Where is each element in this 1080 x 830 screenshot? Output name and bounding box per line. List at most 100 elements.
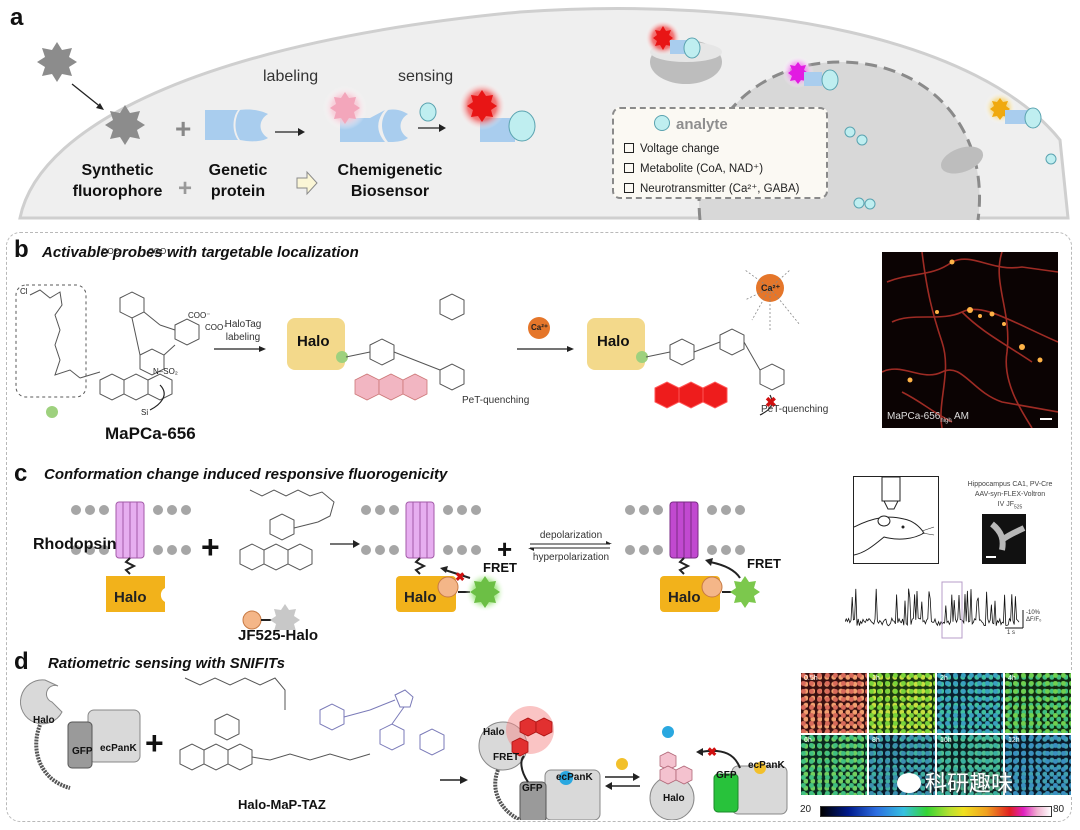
labeling-label: labeling (263, 68, 319, 85)
fret-label: FRET (493, 752, 520, 763)
ligand-dot (46, 406, 58, 418)
timelapse-frame: 2h (936, 672, 1004, 734)
silicon-atom: Si (141, 408, 149, 417)
analyte-item: Metabolite (CoA, NAD⁺) (624, 159, 799, 179)
inset-description: Hippocampus CA1, PV-Cre AAV-syn-FLEX-Vol… (955, 480, 1065, 512)
analyte-legend-title: analyte (654, 115, 728, 133)
synthetic-line2: fluorophore (72, 183, 163, 200)
analyte-item-text: Neurotransmitter (Ca²⁺, GABA) (640, 183, 800, 195)
gfp-barrel (67, 721, 93, 769)
chlorine-atom: Cl (20, 287, 28, 296)
carboxylate-label: COO⁻ (148, 247, 171, 256)
svg-text:+: + (201, 529, 220, 565)
ligand-yellow (754, 762, 766, 774)
timepoint-label: 8h (872, 737, 880, 744)
scale-bar (986, 556, 996, 558)
fluorophore-star-icon (105, 105, 145, 145)
panels-bcd-frame (6, 232, 1072, 822)
timelapse-frame: 10h (936, 734, 1004, 796)
labeling-text: labeling (225, 332, 261, 343)
carboxylate-label: COO⁻ (188, 311, 211, 320)
analyte-item-text: Metabolite (CoA, NAD⁺) (640, 163, 764, 175)
caption-main: MaPCa-656 (887, 411, 941, 422)
panel-b-letter: b (14, 236, 29, 263)
ecpank-label: ecPanK (556, 772, 593, 783)
gfp-label: GFP (72, 746, 93, 757)
timelapse-frame: 1h (868, 672, 936, 734)
genetic-line1: Genetic (208, 162, 268, 179)
analyte-list: Voltage change Metabolite (CoA, NAD⁺) Ne… (624, 139, 799, 199)
panel-d-letter: d (14, 648, 29, 675)
carboxylate-label: ⁻OOC (97, 247, 120, 256)
chemigenetic-line1: Chemigenetic (337, 162, 443, 179)
panel-d-schematic: + ✖ (20, 677, 788, 820)
halo-label: Halo (404, 589, 437, 606)
chemigenetic-biosensor-label: Chemigenetic Biosensor (325, 160, 455, 202)
svg-text:+: + (175, 113, 191, 144)
panel-a-letter: a (10, 4, 24, 31)
panel-c-title: Conformation change induced responsive f… (44, 466, 448, 483)
halo-protein (287, 318, 345, 370)
hyperpolarization-label: hyperpolarization (532, 552, 610, 563)
calcium-ion (528, 317, 550, 339)
timepoint-label: 2h (940, 675, 948, 682)
timepoint-label: 12h (1008, 737, 1020, 744)
caption-sub: high (940, 418, 952, 424)
mouse-imaging-illustration (853, 476, 939, 564)
analyte-item: Neurotransmitter (Ca²⁺, GABA) (624, 179, 799, 199)
genetic-protein-label: Genetic protein (198, 160, 278, 202)
calcium-label: Ca²⁺ (531, 323, 549, 332)
timelapse-frame: 6h (800, 734, 868, 796)
synthetic-fluorophore-label: Synthetic fluorophore (65, 160, 170, 202)
rhodopsin-label: Rhodopsin (33, 536, 117, 553)
timepoint-label: 10h (940, 737, 952, 744)
checkbox-icon (624, 163, 634, 173)
timepoint-label: 6h (804, 737, 812, 744)
panel-d-title: Ratiometric sensing with SNIFITs (48, 655, 285, 672)
trace-y-scale: -10% ΔF/F₀ (1026, 610, 1042, 624)
analyte-legend: analyte Voltage change Metabolite (CoA, … (612, 107, 828, 199)
analyte-item-text: Voltage change (640, 143, 720, 155)
chloroalkane-box (15, 284, 87, 398)
halo-label: Halo (33, 715, 55, 726)
wechat-icon (897, 773, 921, 793)
ecpank-label: ecPanK (100, 743, 137, 754)
fret-label: FRET (747, 556, 781, 571)
fret-label: FRET (483, 560, 517, 575)
image-caption: MaPCa-656high AM (887, 411, 969, 424)
halo-map-taz-label: Halo-MaP-TAZ (238, 797, 326, 812)
timepoint-label: 4h (1008, 675, 1016, 682)
analyte-item: Voltage change (624, 139, 799, 159)
svg-text:✖: ✖ (455, 570, 465, 584)
cell-background: + + (18, 7, 1070, 221)
chemigenetic-line2: Biosensor (350, 183, 430, 200)
trace-x-scale: 1 s (1007, 630, 1016, 636)
neuron-network (882, 252, 1058, 428)
caption-end: AM (953, 411, 969, 422)
timelapse-frame: 12h (1004, 734, 1072, 796)
ligand-blue (559, 771, 573, 785)
inset-line3-sub: 525 (1014, 504, 1023, 511)
synthetic-line1: Synthetic (81, 162, 154, 179)
voltage-trace-line (845, 588, 1020, 627)
y-scale-unit: ΔF/F₀ (1026, 617, 1042, 623)
svg-text:✖: ✖ (707, 745, 717, 759)
colorbar (820, 806, 1052, 817)
checkbox-icon (624, 183, 634, 193)
checkbox-icon (624, 143, 634, 153)
rhodopsin-barrel-active (669, 501, 699, 559)
inset-line3: IV JF525 (955, 500, 1065, 512)
jf525-halo-label: JF525-Halo (238, 627, 319, 644)
halo-block (106, 576, 165, 612)
svg-text:+: + (497, 534, 512, 564)
analyte-title-text: analyte (676, 116, 728, 133)
watermark: 科研趣味 (897, 766, 1013, 798)
svg-text:+: + (145, 725, 164, 761)
fluorophore-star-icon (37, 42, 77, 82)
halo-globule (20, 679, 63, 725)
inset-line3-text: IV JF (997, 501, 1014, 508)
svg-text:+: + (178, 175, 192, 202)
genetic-line2: protein (210, 183, 266, 200)
panel-b-schematic: ✖ (15, 269, 801, 418)
inset-line1: Hippocampus CA1, PV-Cre (967, 481, 1053, 488)
